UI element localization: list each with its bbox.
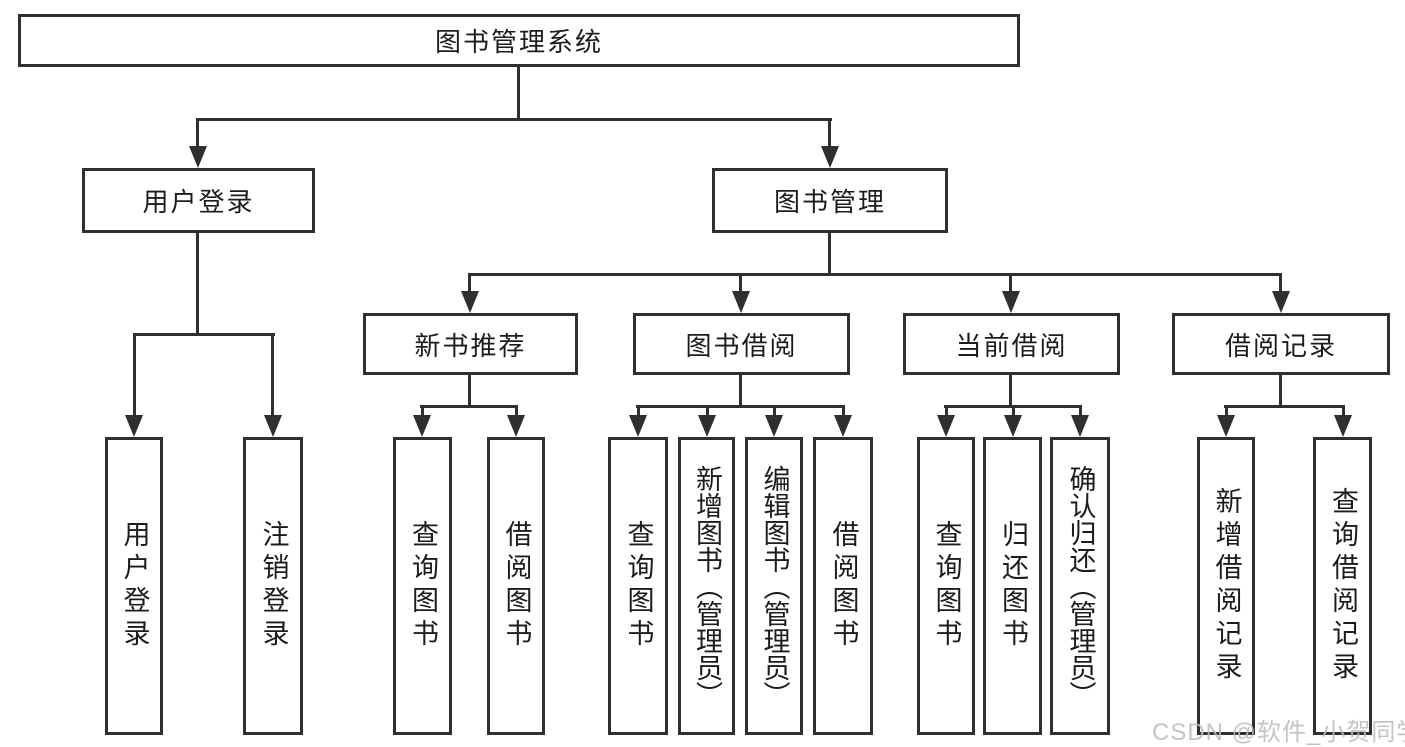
leaf-borrow-query-books-label: 查询图书 <box>623 520 654 652</box>
leaf-current-query-books: 查询图书 <box>917 437 975 735</box>
node-new-book-recommend-label: 新书推荐 <box>414 330 527 361</box>
leaf-records-query-record: 查询借阅记录 <box>1313 437 1372 735</box>
connector-drop-nb-query <box>421 405 424 417</box>
arrow-down-icon <box>1002 291 1020 313</box>
leaf-borrow-borrow-books-label: 借阅图书 <box>828 520 859 652</box>
node-user-login-label: 用户登录 <box>142 187 255 217</box>
arrow-down-icon <box>125 415 143 437</box>
node-current-borrowing-label: 当前借阅 <box>955 330 1068 361</box>
connector-drop-records <box>1279 273 1282 293</box>
leaf-records-add-record-label: 新增借阅记录 <box>1211 487 1242 685</box>
node-book-borrowing: 图书借阅 <box>633 313 850 375</box>
arrow-down-icon <box>937 415 955 437</box>
arrow-down-icon <box>1004 415 1022 437</box>
connector-new-books-stem <box>468 375 471 407</box>
arrow-down-icon <box>834 415 852 437</box>
leaf-borrow-borrow-books: 借阅图书 <box>813 437 873 735</box>
connector-drop-leaf-logout <box>271 333 274 417</box>
csdn-watermark: CSDN @软件_小贺同学 <box>1152 719 1405 746</box>
arrow-down-icon <box>413 415 431 437</box>
arrow-down-icon <box>507 415 525 437</box>
connector-drop-bb-query <box>637 405 640 417</box>
node-book-management-label: 图书管理 <box>773 187 886 217</box>
connector-book-borrow-stem <box>739 375 742 407</box>
leaf-records-add-record: 新增借阅记录 <box>1197 437 1255 735</box>
arrow-down-icon <box>698 415 716 437</box>
arrow-down-icon <box>821 146 839 168</box>
connector-drop-br-query <box>1342 405 1345 417</box>
connector-drop-new-books <box>468 273 471 293</box>
connector-user-login-bar <box>133 333 275 336</box>
connector-book-mgmt-stem <box>828 233 831 275</box>
arrow-down-icon <box>765 415 783 437</box>
arrow-down-icon <box>1272 291 1290 313</box>
leaf-current-confirm-return-admin-label: 确认归还（管理员） <box>1065 464 1096 708</box>
arrow-down-icon <box>1217 415 1235 437</box>
connector-book-borrow-bar <box>636 405 844 408</box>
arrow-down-icon <box>732 291 750 313</box>
arrow-down-icon <box>629 415 647 437</box>
connector-drop-bb-edit <box>773 405 776 417</box>
leaf-newbooks-borrow-books: 借阅图书 <box>487 437 545 735</box>
leaf-user-login: 用户登录 <box>105 437 163 735</box>
leaf-user-login-label: 用户登录 <box>119 520 150 652</box>
node-book-borrowing-label: 图书借阅 <box>685 330 798 361</box>
node-current-borrowing: 当前借阅 <box>903 313 1120 375</box>
connector-drop-book-mgmt <box>828 118 831 148</box>
connector-drop-book-borrow <box>739 273 742 293</box>
connector-level3-bar <box>468 273 1282 276</box>
node-book-management: 图书管理 <box>712 168 948 233</box>
arrow-down-icon <box>1334 415 1352 437</box>
connector-drop-cb-query <box>945 405 948 417</box>
connector-drop-leaf-login <box>133 333 136 417</box>
leaf-newbooks-query-books: 查询图书 <box>393 437 452 735</box>
leaf-current-return-books-label: 归还图书 <box>998 520 1028 652</box>
leaf-logout-label: 注销登录 <box>258 520 289 652</box>
arrow-down-icon <box>189 146 207 168</box>
leaf-borrow-edit-books-admin-label: 编辑图书（管理员） <box>759 464 790 708</box>
connector-drop-user-login <box>196 118 199 148</box>
connector-drop-bb-add <box>706 405 709 417</box>
connector-drop-cb-confirm <box>1079 405 1082 417</box>
node-new-book-recommend: 新书推荐 <box>363 313 578 375</box>
arrow-down-icon <box>264 415 282 437</box>
arrow-down-icon <box>461 291 479 313</box>
node-borrowing-records-label: 借阅记录 <box>1224 330 1337 361</box>
node-root: 图书管理系统 <box>18 14 1020 67</box>
leaf-current-confirm-return-admin: 确认归还（管理员） <box>1050 437 1110 735</box>
connector-records-stem <box>1279 375 1282 407</box>
leaf-current-return-books: 归还图书 <box>983 437 1042 735</box>
leaf-logout: 注销登录 <box>243 437 303 735</box>
leaf-borrow-add-books-admin-label: 新增图书（管理员） <box>692 464 722 708</box>
leaf-borrow-edit-books-admin: 编辑图书（管理员） <box>745 437 803 735</box>
leaf-newbooks-borrow-books-label: 借阅图书 <box>501 520 532 652</box>
connector-user-login-stem <box>196 233 199 335</box>
connector-drop-nb-borrow <box>515 405 518 417</box>
connector-level2-bar <box>196 118 832 121</box>
connector-drop-current <box>1009 273 1012 293</box>
connector-current-stem <box>1009 375 1012 407</box>
connector-new-books-bar <box>420 405 518 408</box>
leaf-newbooks-query-books-label: 查询图书 <box>408 520 438 652</box>
connector-records-bar <box>1224 405 1345 408</box>
node-root-label: 图书管理系统 <box>434 27 603 57</box>
connector-drop-cb-return <box>1012 405 1015 417</box>
connector-root-stem <box>517 67 520 120</box>
connector-drop-bb-borrow <box>842 405 845 417</box>
node-user-login: 用户登录 <box>82 168 315 233</box>
leaf-records-query-record-label: 查询借阅记录 <box>1328 487 1358 685</box>
connector-drop-br-add <box>1225 405 1228 417</box>
leaf-borrow-query-books: 查询图书 <box>608 437 668 735</box>
arrow-down-icon <box>1071 415 1089 437</box>
node-borrowing-records: 借阅记录 <box>1172 313 1390 375</box>
leaf-current-query-books-label: 查询图书 <box>931 520 962 652</box>
leaf-borrow-add-books-admin: 新增图书（管理员） <box>678 437 735 735</box>
